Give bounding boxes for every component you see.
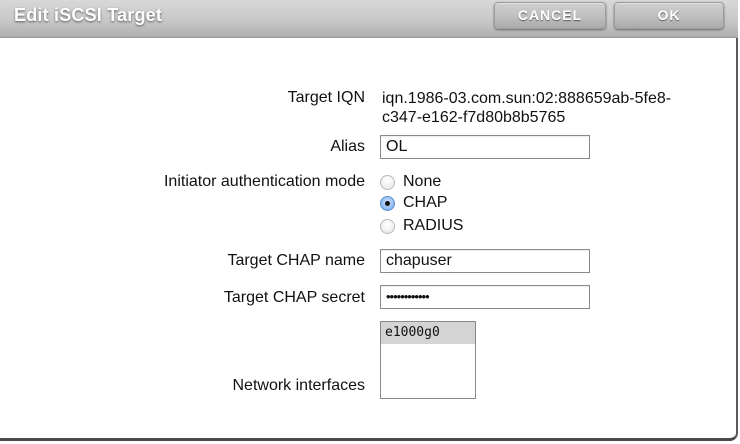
alias-label: Alias: [330, 138, 365, 155]
auth-mode-radius-option[interactable]: RADIUS: [380, 216, 463, 236]
chap-secret-label: Target CHAP secret: [223, 289, 365, 306]
auth-mode-label: Initiator authentication mode: [163, 173, 365, 190]
network-interface-option[interactable]: e1000g0: [381, 322, 475, 344]
dialog-title: Edit iSCSI Target: [14, 5, 163, 25]
radio-none-label: None: [403, 173, 442, 190]
radio-none[interactable]: [380, 174, 395, 190]
cancel-button[interactable]: CANCEL: [494, 2, 606, 29]
radio-chap[interactable]: [380, 195, 395, 211]
alias-input[interactable]: OL: [380, 135, 590, 159]
dialog-header: Edit iSCSI Target CANCEL OK: [0, 0, 738, 38]
chap-name-input[interactable]: chapuser: [380, 249, 590, 273]
chap-secret-input[interactable]: ••••••••••••: [380, 285, 590, 309]
target-iqn-label: Target IQN: [287, 89, 365, 106]
network-interfaces-listbox[interactable]: e1000g0: [380, 321, 476, 399]
target-iqn-value: iqn.1986-03.com.sun:02:888659ab-5fe8- c3…: [382, 89, 671, 127]
target-iqn-line2: c347-e162-f7d80b8b5765: [382, 109, 566, 126]
network-interfaces-label: Network interfaces: [232, 377, 366, 394]
radio-selected-dot-icon: [385, 200, 390, 206]
target-iqn-line1: iqn.1986-03.com.sun:02:888659ab-5fe8-: [382, 90, 672, 107]
radio-radius-label: RADIUS: [403, 217, 464, 234]
ok-button[interactable]: OK: [614, 2, 724, 29]
radio-chap-label: CHAP: [403, 194, 448, 211]
chap-name-label: Target CHAP name: [227, 252, 365, 269]
auth-mode-none-option[interactable]: None: [380, 172, 441, 192]
auth-mode-chap-option[interactable]: CHAP: [380, 193, 447, 213]
radio-radius[interactable]: [380, 218, 395, 234]
